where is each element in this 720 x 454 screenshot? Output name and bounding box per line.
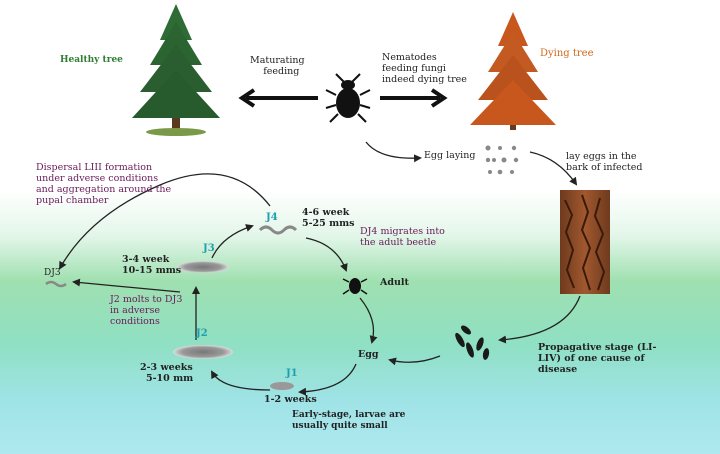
adult-beetle-icon <box>342 278 368 295</box>
lay-eggs-label: lay eggs in the bark of infected <box>566 151 643 173</box>
j3-duration-label: 3-4 week 10-15 mms <box>122 254 182 276</box>
tree-bark-icon <box>560 190 610 294</box>
larvae-cluster <box>455 325 490 360</box>
dead-pine-tree-icon <box>470 12 556 130</box>
j2-molts-label: J2 molts to DJ3 in adverse conditions <box>110 294 183 327</box>
j3-disc <box>177 261 229 273</box>
egg-dots <box>485 145 519 175</box>
maturating-feeding-label: Maturating feeding <box>250 55 305 77</box>
egg-laying-label: Egg laying <box>424 150 476 161</box>
dj3-worm <box>45 280 67 288</box>
healthy-tree-label: Healthy tree <box>60 55 123 65</box>
adult-label: Adult <box>380 277 409 288</box>
j4-duration-label: 4-6 week 5-25 mms <box>302 207 355 229</box>
egg-label: Egg <box>358 349 379 360</box>
j1-worm <box>270 382 294 390</box>
j2-disc <box>173 345 233 359</box>
stage-j3-label: J3 <box>203 243 215 254</box>
propagative-stage-label: Propagative stage (LI- LIV) of one cause… <box>538 342 657 375</box>
beetle-icon <box>325 73 371 123</box>
dispersal-label: Dispersal LIII formation under adverse c… <box>36 162 172 206</box>
dj3-label: DJ3 <box>44 268 61 278</box>
dj4-migrates-label: DJ4 migrates into the adult beetle <box>360 226 445 248</box>
nematodes-label: Nematodes feeding fungi indeed dying tre… <box>382 52 467 85</box>
j1-duration-label: 1-2 weeks <box>264 394 317 405</box>
dying-tree-label: Dying tree <box>540 48 594 59</box>
stage-j2-label: J2 <box>196 328 208 339</box>
j2-duration-label: 2-3 weeks 5-10 mm <box>140 362 194 384</box>
stage-j1-label: J1 <box>286 368 298 379</box>
healthy-tree-icon <box>132 4 220 136</box>
stage-j4-label: J4 <box>266 212 278 223</box>
j4-worm <box>258 225 298 235</box>
early-stage-label: Early-stage, larvae are usually quite sm… <box>292 410 406 431</box>
